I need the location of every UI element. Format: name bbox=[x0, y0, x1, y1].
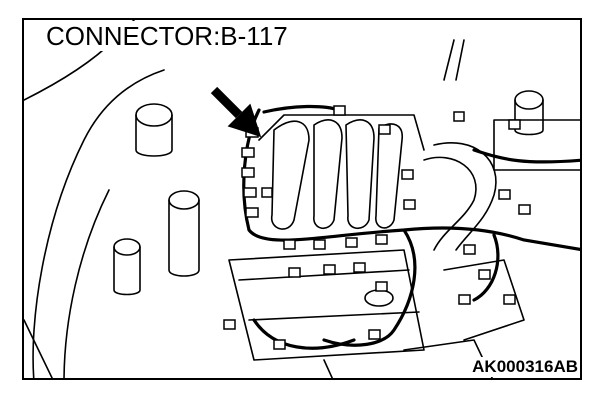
reference-code: AK000316AB bbox=[466, 357, 580, 377]
pointer-arrow bbox=[210, 86, 262, 138]
oil-cap bbox=[364, 289, 394, 307]
intake-runner-1 bbox=[271, 120, 310, 230]
diagram-title: CONNECTOR:B-117 bbox=[44, 21, 292, 51]
diagram-frame bbox=[22, 18, 582, 380]
intake-runner-3 bbox=[345, 119, 375, 229]
harness-branch-upper bbox=[262, 104, 341, 114]
coolant-cap bbox=[135, 103, 173, 127]
left-strut-panel bbox=[32, 69, 165, 378]
harness-branch-right bbox=[472, 148, 580, 164]
engine-bay-illustration bbox=[24, 20, 580, 378]
intake-runner-2 bbox=[313, 119, 343, 229]
washer-cap bbox=[113, 238, 141, 256]
valve-cover bbox=[228, 249, 425, 361]
brake-reservoir bbox=[514, 90, 544, 110]
intake-hose bbox=[423, 156, 477, 251]
intake-runner-4 bbox=[375, 123, 403, 229]
reservoir-cap bbox=[168, 190, 200, 210]
main-harness bbox=[242, 108, 580, 251]
